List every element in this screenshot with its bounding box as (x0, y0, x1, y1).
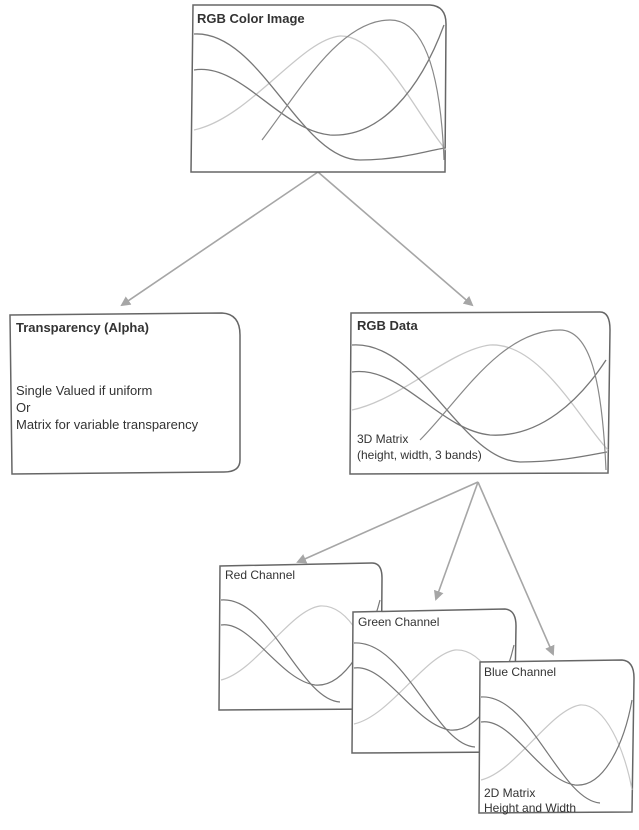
rgb-color-image-node (190, 4, 447, 173)
curve-light (480, 704, 633, 791)
arrow-rgbdata-to-green (433, 481, 479, 601)
connectors (120, 171, 555, 656)
node-frame (349, 311, 611, 475)
red-channel-title: Red Channel (225, 568, 296, 582)
curve-dark-1 (351, 359, 607, 436)
node-frame (9, 312, 241, 475)
transparency-line-3: Matrix for variable transparency (16, 417, 199, 432)
blue-channel-node (478, 659, 635, 814)
blue-channel-title: Blue Channel (484, 665, 557, 679)
transparency-node (9, 312, 241, 475)
curve-light (351, 344, 609, 451)
rgb-data-title: RGB Data (357, 318, 418, 333)
green-channel-title: Green Channel (358, 615, 440, 629)
transparency-line-1: Single Valued if uniform (16, 383, 153, 398)
transparency-title: Transparency (Alpha) (16, 320, 149, 335)
arrow-rgb-to-rgbdata (317, 171, 474, 307)
node-frame (478, 659, 635, 814)
curve-dark-2 (353, 642, 476, 748)
transparency-line-2: Or (16, 400, 31, 415)
rgb-color-image-title: RGB Color Image (197, 11, 305, 26)
curve-dark-2 (220, 599, 341, 703)
rgb-data-line-2: (height, width, 3 bands) (357, 448, 482, 462)
curve-dark-3 (261, 19, 445, 161)
curve-dark-2 (480, 696, 601, 804)
rgb-data-node (349, 311, 611, 475)
arrow-rgbdata-to-blue (477, 481, 555, 656)
node-frame (190, 4, 447, 173)
blue-channel-line-1: 2D Matrix (484, 786, 536, 800)
arrow-rgbdata-to-red (296, 481, 479, 564)
curve-dark-1 (480, 699, 633, 786)
blue-channel-line-2: Height and Width (484, 801, 577, 815)
curve-dark-2 (193, 33, 446, 161)
curve-dark-2 (351, 344, 608, 463)
curve-dark-1 (193, 24, 445, 136)
rgb-data-line-1: 3D Matrix (357, 432, 409, 446)
arrow-rgb-to-transparency (120, 171, 319, 307)
curve-light (193, 35, 447, 151)
curve-dark-3 (419, 329, 607, 471)
